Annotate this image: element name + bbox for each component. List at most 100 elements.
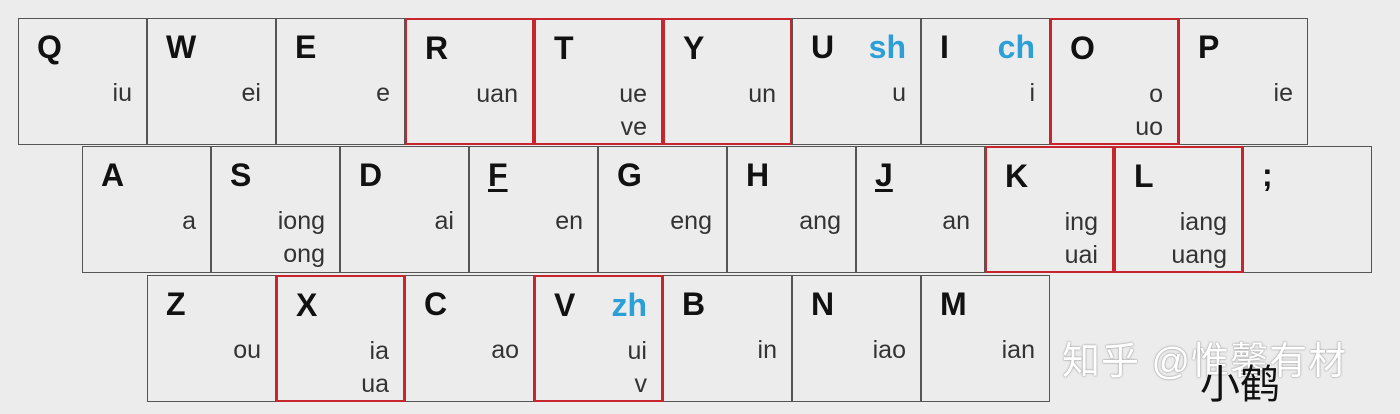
key-final: iao: [872, 336, 906, 364]
key-letter: I: [940, 29, 949, 65]
key-final: ai: [434, 207, 454, 235]
key-letter: M: [940, 286, 967, 322]
key-finals: ou: [233, 334, 261, 367]
key-final: ve: [620, 113, 647, 141]
key-final: u: [892, 79, 906, 107]
key-initial: ch: [997, 29, 1035, 65]
key-final: ie: [1273, 79, 1293, 107]
key-finals: uan: [476, 78, 518, 111]
key-finals: u: [892, 77, 906, 110]
key-finals: ai: [435, 205, 454, 238]
key-finals: ia ua: [361, 335, 389, 401]
key-final: ia: [369, 337, 389, 365]
key-letter: R: [425, 30, 449, 66]
key-letter: U: [811, 29, 835, 65]
key-final: ua: [361, 370, 389, 398]
key-letter: L: [1134, 158, 1154, 194]
watermark: 知乎 @惟馨有材: [1062, 341, 1348, 383]
key-letter: K: [1005, 158, 1029, 194]
key-finals: i: [1029, 77, 1035, 110]
key-final: o: [1149, 80, 1163, 108]
key-letter: Y: [683, 30, 705, 66]
key-letter: J: [875, 157, 893, 193]
key-final: iu: [112, 79, 132, 107]
key-letter: W: [166, 29, 197, 65]
key-letter: V: [554, 287, 576, 323]
key-final: v: [634, 370, 648, 398]
key-finals: ie: [1274, 77, 1293, 110]
key-letter: B: [682, 286, 706, 322]
key-finals: ang: [799, 205, 841, 238]
key-finals: iu: [113, 77, 132, 110]
key-final: ing: [1064, 208, 1098, 236]
key-letter: T: [554, 30, 574, 66]
key-final: i: [1029, 79, 1035, 107]
key-letter: G: [617, 157, 642, 193]
signature: 小鹤: [1200, 362, 1280, 408]
key-final: e: [376, 79, 390, 107]
key-final: ei: [241, 79, 261, 107]
key-final: a: [182, 207, 196, 235]
key-finals: a: [182, 205, 196, 238]
key-finals: eng: [670, 205, 712, 238]
key-final: in: [757, 336, 777, 364]
key-final: uai: [1064, 241, 1098, 269]
key-final: ian: [1001, 336, 1035, 364]
key-final: iong: [277, 207, 325, 235]
key-semicolon: ;: [1243, 146, 1372, 273]
key-finals: en: [555, 205, 583, 238]
key-final: uang: [1171, 241, 1227, 269]
key-finals: in: [758, 334, 777, 367]
key-initial: sh: [868, 29, 906, 65]
key-letter: S: [230, 157, 252, 193]
key-letter: C: [424, 286, 448, 322]
key-letter: E: [295, 29, 317, 65]
key-finals: an: [942, 205, 970, 238]
key-finals: ing uai: [1065, 206, 1098, 272]
key-final: un: [748, 80, 776, 108]
key-finals: ian: [1002, 334, 1035, 367]
key-final: uo: [1135, 113, 1163, 141]
key-letter: X: [296, 287, 318, 323]
key-letter: Q: [37, 29, 62, 65]
key-finals: ao: [491, 334, 519, 367]
key-final: eng: [670, 207, 712, 235]
key-final: ang: [799, 207, 841, 235]
key-finals: e: [376, 77, 390, 110]
key-letter: N: [811, 286, 835, 322]
key-finals: un: [748, 78, 776, 111]
key-letter: D: [359, 157, 383, 193]
key-letter: ;: [1262, 157, 1273, 193]
key-letter: O: [1070, 30, 1095, 66]
key-final: iang: [1179, 208, 1227, 236]
key-finals: o uo: [1135, 78, 1163, 144]
key-letter: H: [746, 157, 770, 193]
key-final: an: [942, 207, 970, 235]
key-final: uan: [476, 80, 518, 108]
